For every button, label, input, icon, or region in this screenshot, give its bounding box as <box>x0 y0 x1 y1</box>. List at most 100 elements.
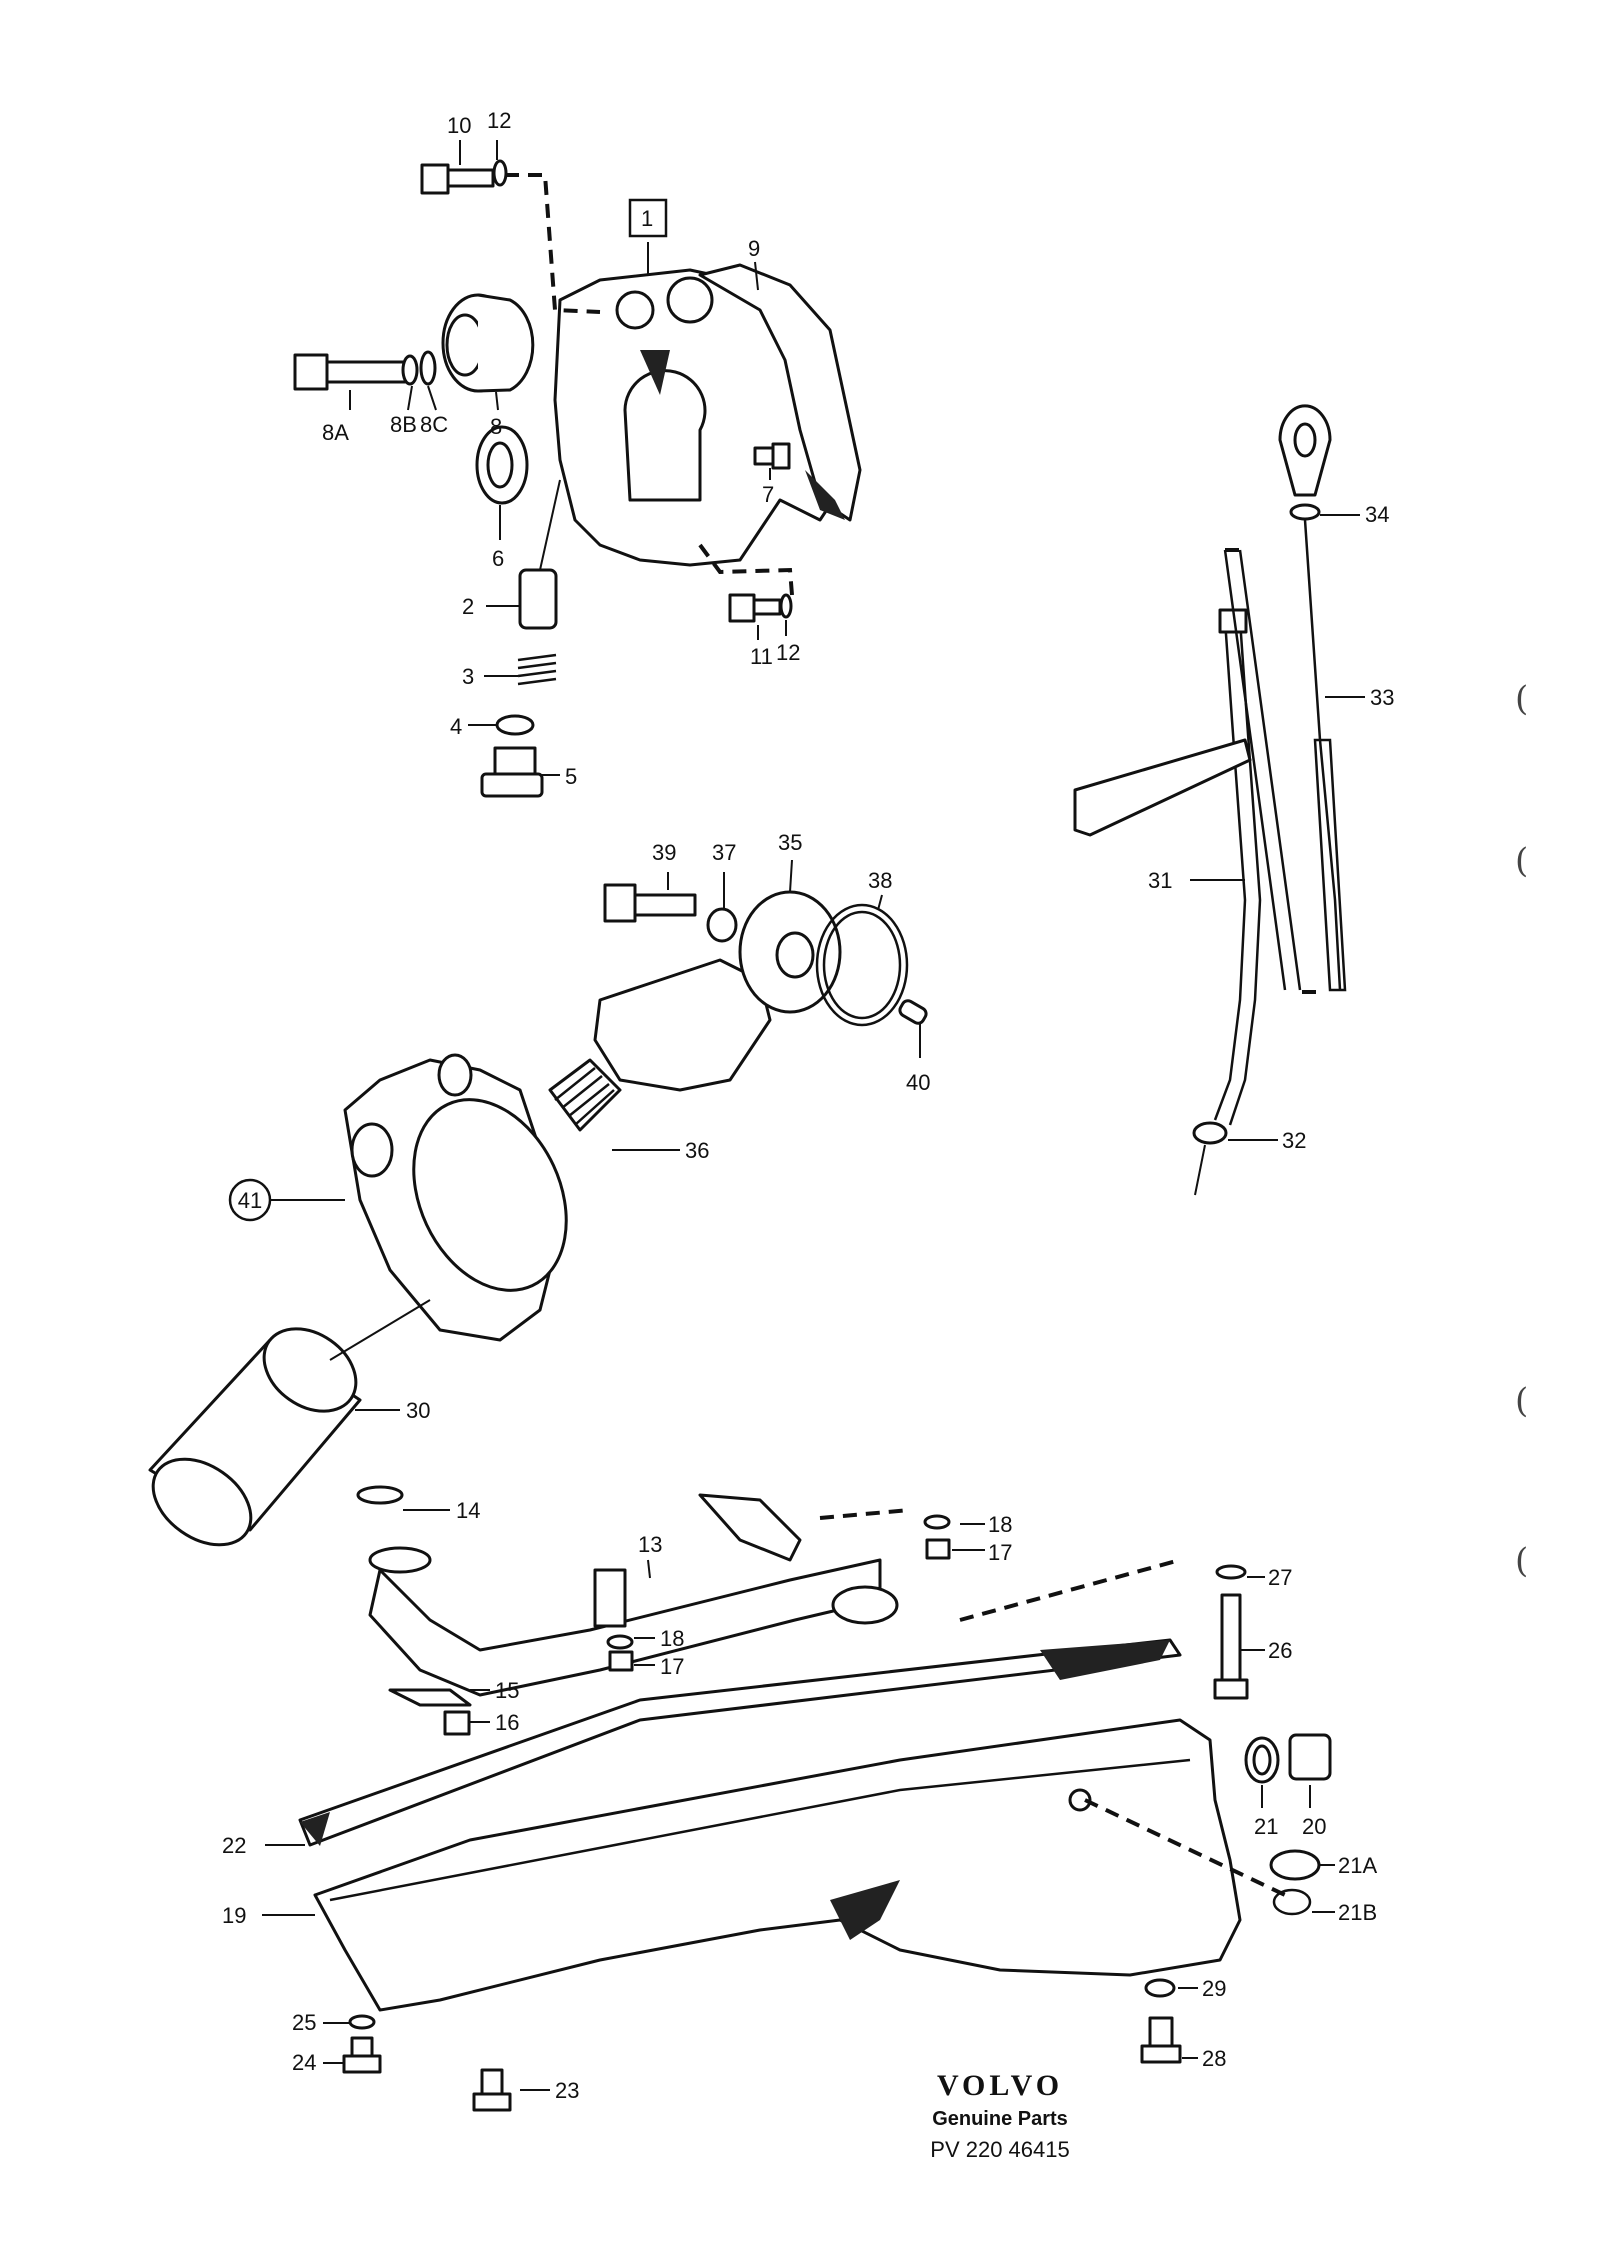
leader-9 <box>754 261 759 291</box>
oil-pan-flange <box>329 1758 1191 1902</box>
pickup-bracket <box>698 1493 802 1562</box>
bolt-10-head <box>420 163 450 195</box>
plug-5-head <box>480 772 544 798</box>
part-labels: 10 12 1 9 8A 8B 8C 8 7 6 2 3 4 5 11 12 3… <box>222 108 1394 2103</box>
label-5: 5 <box>565 764 577 789</box>
seal-21b <box>1272 1888 1312 1916</box>
leader-8c <box>427 385 437 411</box>
drain-boss <box>1068 1788 1092 1812</box>
gasket-22-hatch <box>1040 1640 1170 1680</box>
bolt-17b <box>608 1650 634 1672</box>
label-11: 11 <box>750 644 773 669</box>
bolt-23 <box>480 2068 504 2098</box>
washer-12a <box>492 159 508 187</box>
label-21: 21 <box>1254 1814 1278 1839</box>
dipstick-break-marks <box>1225 548 1318 994</box>
stud-26-end <box>1213 1678 1249 1700</box>
o-ring-34 <box>1289 503 1321 521</box>
washer-8b <box>401 354 419 386</box>
label-13: 13 <box>638 1532 662 1557</box>
washer-18b <box>606 1634 634 1650</box>
label-12-bottom: 12 <box>776 640 800 665</box>
filter-housing-face <box>412 1098 568 1292</box>
pump-bore <box>623 369 707 502</box>
label-18-right: 18 <box>988 1512 1012 1537</box>
leader-2-line <box>539 479 561 571</box>
volvo-logo: VOLVO <box>937 2069 1063 2102</box>
housing-port-1 <box>350 1122 394 1178</box>
bolt-10-shank <box>446 168 495 188</box>
bolt-11-shank <box>752 598 782 616</box>
pin-40 <box>898 999 928 1025</box>
washer-29 <box>1144 1978 1176 1998</box>
label-12-top: 12 <box>487 108 511 133</box>
adapter-35-hole <box>775 931 815 979</box>
label-31: 31 <box>1148 868 1172 893</box>
plug-5 <box>493 746 537 778</box>
dash-18 <box>819 1508 911 1520</box>
margin-mark-3: ( <box>1515 1381 1528 1421</box>
plug-21a <box>1269 1849 1321 1881</box>
bolt-8a-shank <box>325 360 409 384</box>
oil-pan-hatch <box>830 1880 900 1940</box>
dash-26 <box>959 1558 1181 1622</box>
label-21b: 21B <box>1338 1900 1377 1925</box>
gasket-22-hatch-2 <box>300 1812 330 1846</box>
label-41-circle <box>228 1178 272 1222</box>
margin-mark-1: ( <box>1515 679 1528 719</box>
washer-4 <box>495 714 535 736</box>
dipstick-33 <box>1303 519 1342 991</box>
label-40: 40 <box>906 1070 930 1095</box>
tube-bracket <box>1073 738 1252 837</box>
label-24: 24 <box>292 2050 316 2075</box>
label-1-box <box>628 198 668 238</box>
label-18-left: 18 <box>660 1626 684 1651</box>
bolt-28 <box>1148 2016 1174 2050</box>
label-22: 22 <box>222 1833 246 1858</box>
label-14: 14 <box>456 1498 480 1523</box>
washer-21-inner <box>1252 1744 1272 1776</box>
label-9: 9 <box>748 236 760 261</box>
label-8b: 8B <box>390 412 417 437</box>
bolt-8a-head <box>293 353 329 391</box>
seal-6-inner <box>486 441 514 489</box>
pickup-strainer <box>831 1585 899 1625</box>
label-30: 30 <box>406 1398 430 1423</box>
margin-marks: ( ( ( ( <box>1515 679 1528 1581</box>
dash-11 <box>698 543 794 596</box>
bolt-39-shank <box>633 893 697 917</box>
label-1: 1 <box>641 206 653 231</box>
tube-31 <box>1213 619 1247 1121</box>
adapter-funnel <box>593 958 772 1092</box>
piston-2 <box>518 568 558 630</box>
oil-filter-group <box>148 883 928 1547</box>
leader-8 <box>495 391 499 411</box>
leader-35 <box>789 859 793 893</box>
bolt-16 <box>443 1710 471 1736</box>
nipple-36-thread <box>554 1067 615 1125</box>
filter-30-top <box>262 1327 358 1413</box>
label-29: 29 <box>1202 1976 1226 2001</box>
filter-30-bottom <box>151 1457 253 1547</box>
margin-mark-2: ( <box>1515 841 1528 881</box>
washer-25 <box>348 2014 376 2030</box>
leader-38 <box>877 894 883 911</box>
pulley-8-rim <box>477 293 535 393</box>
margin-mark-4: ( <box>1515 1541 1528 1581</box>
housing-port-2 <box>437 1053 473 1097</box>
label-4: 4 <box>450 714 462 739</box>
part-sheet-code: PV 220 46415 <box>930 2137 1069 2162</box>
label-35: 35 <box>778 830 802 855</box>
washer-37 <box>706 907 738 943</box>
filter-axis <box>329 1299 431 1361</box>
label-33: 33 <box>1370 685 1394 710</box>
label-2: 2 <box>462 594 474 619</box>
tube-31-tail <box>1194 1144 1206 1196</box>
label-28: 28 <box>1202 2046 1226 2071</box>
label-8a: 8A <box>322 420 349 445</box>
bolt-11-head <box>728 593 756 623</box>
gasket-14 <box>356 1485 404 1505</box>
pump-bolt-boss <box>615 290 655 330</box>
drain-plug-20 <box>1288 1733 1332 1781</box>
